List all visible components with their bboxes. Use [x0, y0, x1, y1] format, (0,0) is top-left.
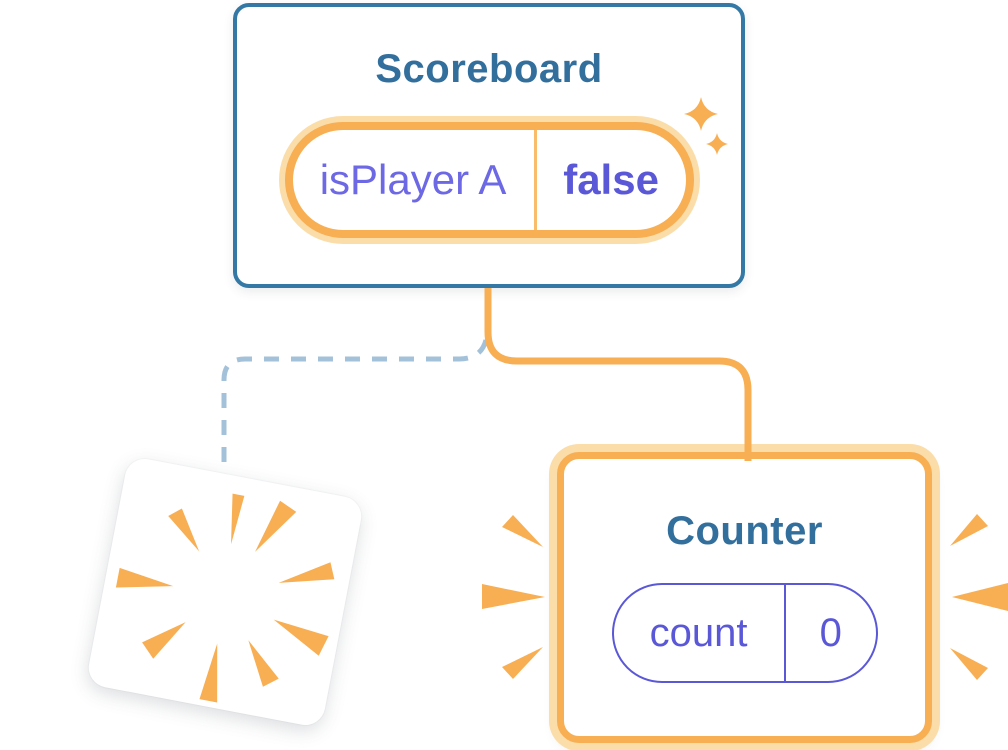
poof-icon	[115, 493, 335, 703]
scoreboard-title: Scoreboard	[375, 47, 603, 91]
state-name-label: isPlayer A	[319, 156, 507, 203]
counter-state-pill: count 0	[611, 583, 878, 683]
dashed-connector-to-removed	[221, 339, 489, 464]
state-name-label: count	[649, 611, 748, 655]
scoreboard-state-pill: isPlayer A false	[284, 122, 694, 238]
pill-divider	[783, 585, 787, 681]
state-value-label: 0	[819, 611, 842, 655]
scoreboard-component-card: Scoreboard isPlayer A false	[233, 3, 745, 288]
counter-component-card: Counter count 0	[557, 452, 932, 743]
counter-title: Counter	[666, 509, 823, 553]
state-value-label: false	[563, 156, 659, 203]
pill-divider	[533, 130, 537, 230]
solid-connector-to-counter	[484, 288, 752, 461]
removed-component-card	[85, 455, 365, 729]
